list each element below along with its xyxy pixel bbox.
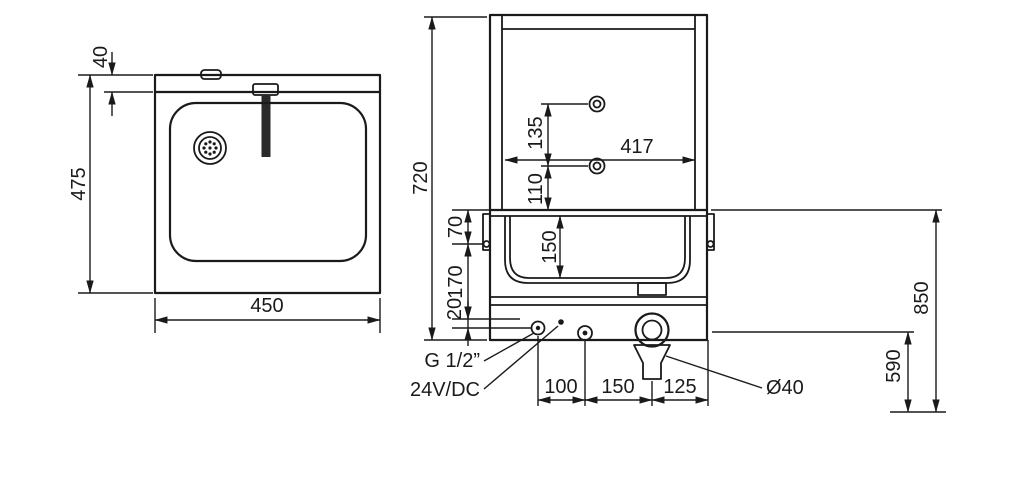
dim-holes-chain: 135 110 150 <box>525 103 588 279</box>
dim-left-chain: 70 170 20 <box>444 209 531 346</box>
dim-100-label: 100 <box>544 376 577 398</box>
second-fitting <box>577 325 593 341</box>
dim-width-450: 450 <box>154 295 381 333</box>
dim-475-label: 475 <box>68 167 90 200</box>
dim-135-label: 135 <box>525 116 547 149</box>
dim-110-label: 110 <box>525 173 547 205</box>
dim-ledge-40: 40 <box>78 46 153 116</box>
dim-20-label: 20 <box>444 298 466 320</box>
tap-hole <box>200 69 222 80</box>
odor-trap-funnel <box>633 344 671 380</box>
water-leader-line <box>483 332 535 362</box>
wall-bracket-left <box>482 213 491 251</box>
dim-depth-475: 475 <box>68 74 153 294</box>
dim-40-label: 40 <box>90 46 112 68</box>
front-view <box>482 13 715 380</box>
drain-leader-line <box>665 355 763 389</box>
dim-height-720: 720 <box>410 16 487 341</box>
dim-720-label: 720 <box>410 161 432 194</box>
mounting-hole-upper <box>588 95 606 113</box>
dim-right-heights: 850 590 <box>711 209 946 413</box>
mounting-hole-lower <box>588 157 606 175</box>
water-connection-label: G 1/2” <box>424 350 480 372</box>
basin-front-outline <box>504 216 691 284</box>
left-view-plan <box>153 69 382 295</box>
dim-450-label: 450 <box>250 295 283 317</box>
dim-150-bottom-label: 150 <box>601 376 634 398</box>
faucet-spout <box>261 95 271 157</box>
drain-diameter-label: Ø40 <box>766 377 804 399</box>
drain-flange <box>637 282 667 296</box>
power-label: 24V/DC <box>410 379 480 401</box>
dim-125-label: 125 <box>663 376 696 398</box>
sink-body-outline <box>153 73 382 295</box>
dim-417-label: 417 <box>620 136 653 158</box>
water-connection-fitting <box>530 320 546 336</box>
dim-590-label: 590 <box>883 349 905 382</box>
faucet-base <box>252 83 279 96</box>
power-connection-point <box>558 319 564 325</box>
power-leader-line <box>483 325 559 390</box>
cabinet-outline <box>488 13 709 342</box>
dim-170-label: 170 <box>445 265 467 298</box>
dim-70-label: 70 <box>445 216 467 238</box>
basin-outline <box>168 101 368 263</box>
dim-width-417: 417 <box>504 136 696 164</box>
connection-labels: G 1/2” 24V/DC Ø40 <box>410 325 804 401</box>
wall-bracket-right <box>706 213 715 251</box>
drain-trap <box>633 312 671 380</box>
drain-strainer <box>193 131 227 165</box>
dim-bottom-chain: 100 150 125 <box>537 336 709 406</box>
dim-850-label: 850 <box>911 281 933 314</box>
dim-150-basin-label: 150 <box>539 230 561 263</box>
